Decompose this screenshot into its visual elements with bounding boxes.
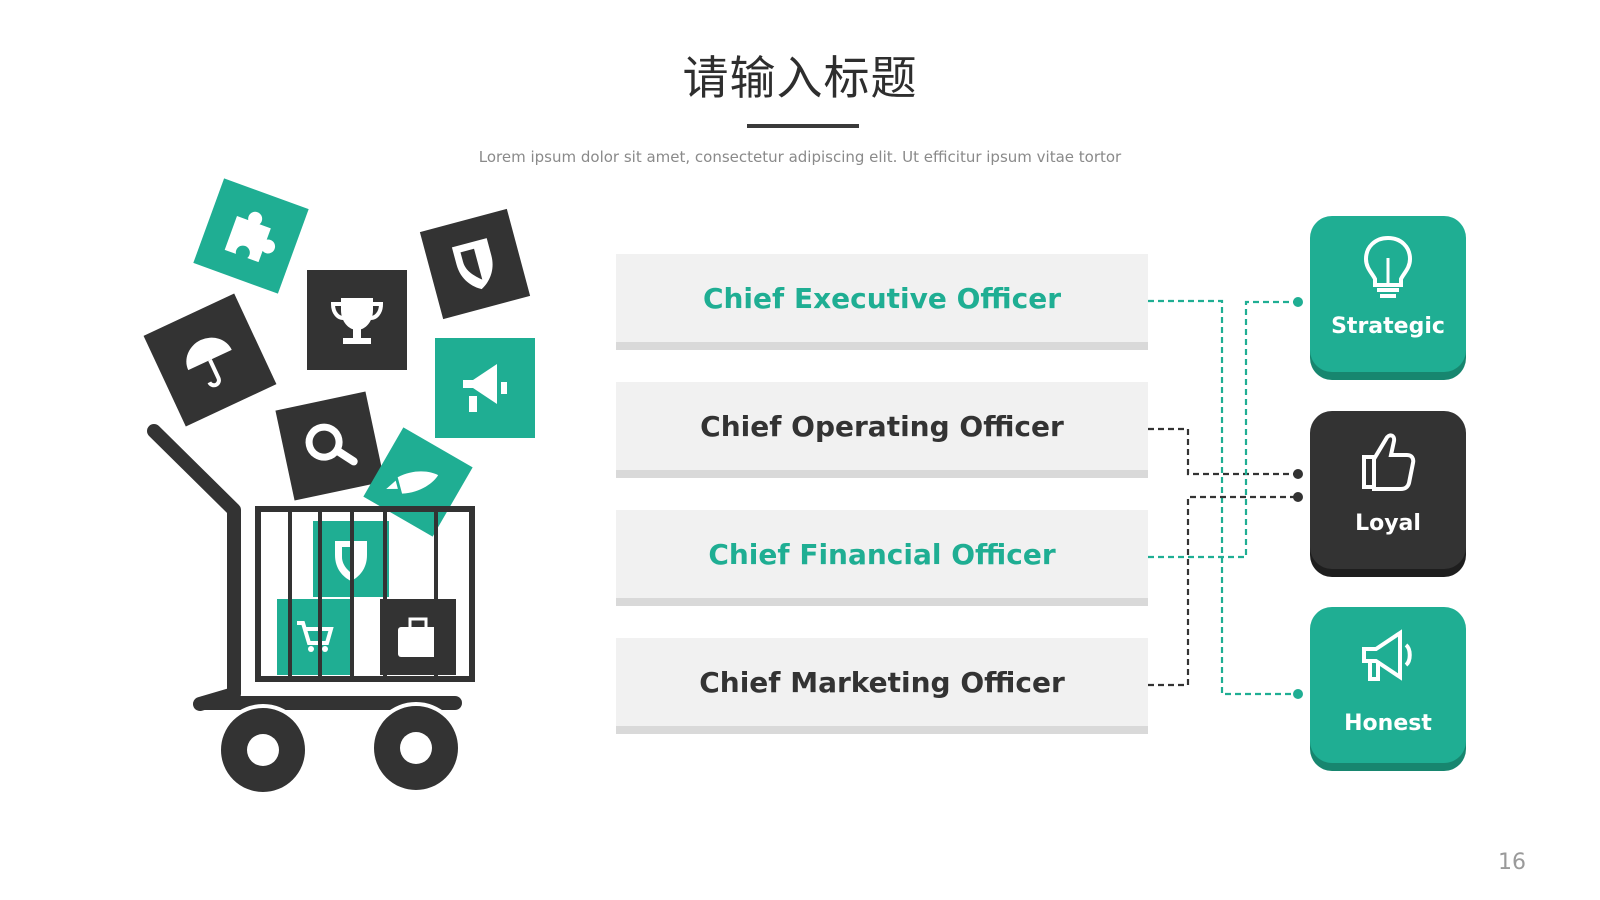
connector-cfo-strategic [1148, 300, 1298, 559]
connector-dot [1293, 469, 1303, 479]
megaphone-icon [435, 338, 535, 438]
connector-dot [1293, 492, 1303, 502]
shopping-cart-illustration [143, 178, 535, 796]
connector-cmo-loyal [1148, 495, 1298, 687]
briefcase-icon [380, 599, 456, 675]
cart-bars [288, 512, 438, 676]
title-underline [747, 124, 859, 128]
cart-frame [147, 424, 475, 711]
role-chief-marketing-officer: Chief Marketing Officer [616, 638, 1148, 734]
connector-coo-loyal [1148, 427, 1298, 476]
megaphone-icon [1362, 629, 1412, 681]
page-subtitle: Lorem ipsum dolor sit amet, consectetur … [478, 148, 1122, 166]
umbrella-icon [143, 293, 277, 427]
connector-dot [1293, 297, 1303, 307]
shield-icon [419, 208, 531, 320]
value-label: Honest [1344, 711, 1432, 736]
connector-dot [1293, 689, 1303, 699]
value-card-honest: Honest [1310, 607, 1466, 763]
search-icon [275, 391, 385, 501]
value-card-loyal: Loyal [1310, 411, 1466, 569]
page-number: 16 [1498, 850, 1526, 875]
trophy-icon [307, 270, 407, 370]
thumbs-up-icon [1362, 433, 1416, 491]
cart-wheel [217, 704, 309, 796]
value-card-strategic: Strategic [1310, 216, 1466, 372]
value-label: Strategic [1331, 314, 1445, 339]
role-chief-financial-officer: Chief Financial Officer [616, 510, 1148, 606]
puzzle-icon [193, 178, 309, 294]
lightbulb-icon [1363, 235, 1413, 298]
value-label: Loyal [1355, 511, 1421, 536]
page-title: 请输入标题 [682, 51, 918, 105]
role-chief-operating-officer: Chief Operating Officer [616, 382, 1148, 478]
cart-wheel [370, 702, 462, 794]
role-chief-executive-officer: Chief Executive Officer [616, 254, 1148, 350]
